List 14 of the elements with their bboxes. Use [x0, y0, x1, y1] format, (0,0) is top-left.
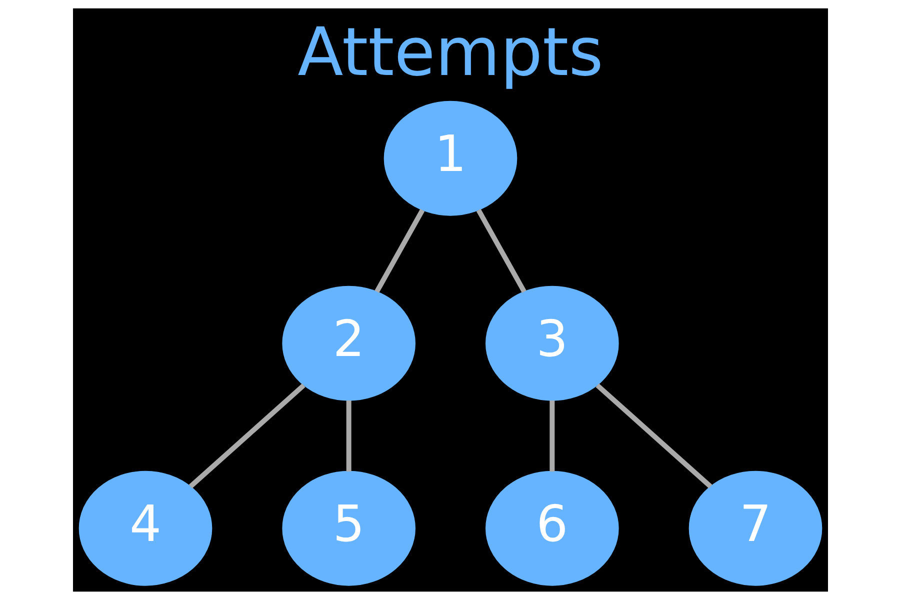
connector [374, 208, 424, 293]
node-ellipse: 4 [78, 470, 212, 586]
connector [476, 208, 526, 293]
connector [346, 400, 351, 472]
connector [595, 383, 712, 488]
connector [549, 400, 554, 472]
diagram-title: Attempts [297, 13, 603, 91]
node-ellipse: 7 [688, 470, 822, 586]
node-ellipse: 1 [383, 100, 517, 216]
node-ellipse: 6 [485, 470, 618, 586]
connector [188, 383, 305, 488]
node-ellipse: 5 [282, 470, 415, 586]
node-ellipse: 3 [485, 286, 618, 401]
node-ellipse: 2 [282, 286, 415, 401]
